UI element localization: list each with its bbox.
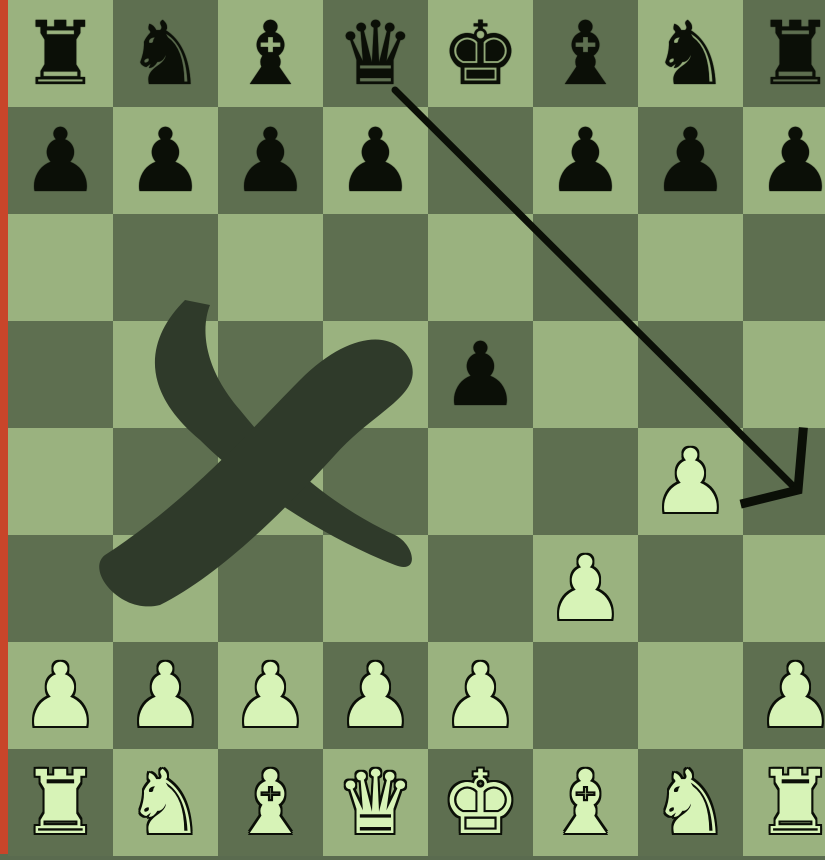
square-g3[interactable] bbox=[638, 535, 743, 642]
square-h6[interactable] bbox=[743, 214, 825, 321]
square-g5[interactable] bbox=[638, 321, 743, 428]
black-rook-icon[interactable]: ♜ bbox=[21, 10, 100, 98]
white-pawn-icon[interactable]: ♟ bbox=[441, 652, 520, 740]
white-pawn-icon[interactable]: ♟ bbox=[126, 652, 205, 740]
white-bishop-icon[interactable]: ♝ bbox=[231, 759, 310, 847]
square-f4[interactable] bbox=[533, 428, 638, 535]
square-f2[interactable] bbox=[533, 642, 638, 749]
black-pawn-icon[interactable]: ♟ bbox=[546, 117, 625, 205]
square-d1[interactable]: ♛ bbox=[323, 749, 428, 856]
black-pawn-icon[interactable]: ♟ bbox=[441, 331, 520, 419]
square-c3[interactable] bbox=[218, 535, 323, 642]
square-a5[interactable] bbox=[8, 321, 113, 428]
square-d6[interactable] bbox=[323, 214, 428, 321]
square-a4[interactable] bbox=[8, 428, 113, 535]
square-d3[interactable] bbox=[323, 535, 428, 642]
black-king-icon[interactable]: ♚ bbox=[441, 10, 520, 98]
white-pawn-icon[interactable]: ♟ bbox=[651, 438, 730, 526]
square-b5[interactable] bbox=[113, 321, 218, 428]
square-c4[interactable] bbox=[218, 428, 323, 535]
square-c8[interactable]: ♝ bbox=[218, 0, 323, 107]
square-e5[interactable]: ♟ bbox=[428, 321, 533, 428]
square-h8[interactable]: ♜ bbox=[743, 0, 825, 107]
square-b7[interactable]: ♟ bbox=[113, 107, 218, 214]
square-d8[interactable]: ♛ bbox=[323, 0, 428, 107]
square-b3[interactable] bbox=[113, 535, 218, 642]
white-rook-icon[interactable]: ♜ bbox=[756, 759, 825, 847]
square-f7[interactable]: ♟ bbox=[533, 107, 638, 214]
chess-board[interactable]: ♜ ♞ ♝ ♛ ♚ ♝ ♞ ♜ ♟ ♟ ♟ ♟ ♟ ♟ ♟ ♟ ♟ ♟ ♟ ♟ ♟ ♟ ♟ ♟ ♜ ♞ ♝ ♛ ♚ ♝ ♞ ♜ bbox=[8, 0, 825, 860]
black-pawn-icon[interactable]: ♟ bbox=[231, 117, 310, 205]
square-c6[interactable] bbox=[218, 214, 323, 321]
black-pawn-icon[interactable]: ♟ bbox=[126, 117, 205, 205]
square-h5[interactable] bbox=[743, 321, 825, 428]
square-e3[interactable] bbox=[428, 535, 533, 642]
square-e6[interactable] bbox=[428, 214, 533, 321]
white-rook-icon[interactable]: ♜ bbox=[21, 759, 100, 847]
black-bishop-icon[interactable]: ♝ bbox=[231, 10, 310, 98]
square-d7[interactable]: ♟ bbox=[323, 107, 428, 214]
square-a2[interactable]: ♟ bbox=[8, 642, 113, 749]
square-h2[interactable]: ♟ bbox=[743, 642, 825, 749]
black-pawn-icon[interactable]: ♟ bbox=[651, 117, 730, 205]
square-c2[interactable]: ♟ bbox=[218, 642, 323, 749]
square-b4[interactable] bbox=[113, 428, 218, 535]
square-f8[interactable]: ♝ bbox=[533, 0, 638, 107]
square-b8[interactable]: ♞ bbox=[113, 0, 218, 107]
square-b1[interactable]: ♞ bbox=[113, 749, 218, 856]
square-g7[interactable]: ♟ bbox=[638, 107, 743, 214]
square-h1[interactable]: ♜ bbox=[743, 749, 825, 856]
white-knight-icon[interactable]: ♞ bbox=[126, 759, 205, 847]
square-d5[interactable] bbox=[323, 321, 428, 428]
left-border bbox=[0, 0, 8, 854]
square-h7[interactable]: ♟ bbox=[743, 107, 825, 214]
square-f1[interactable]: ♝ bbox=[533, 749, 638, 856]
square-h3[interactable] bbox=[743, 535, 825, 642]
black-knight-icon[interactable]: ♞ bbox=[126, 10, 205, 98]
square-d4[interactable] bbox=[323, 428, 428, 535]
square-a3[interactable] bbox=[8, 535, 113, 642]
black-bishop-icon[interactable]: ♝ bbox=[546, 10, 625, 98]
square-g6[interactable] bbox=[638, 214, 743, 321]
black-pawn-icon[interactable]: ♟ bbox=[336, 117, 415, 205]
square-g8[interactable]: ♞ bbox=[638, 0, 743, 107]
square-f5[interactable] bbox=[533, 321, 638, 428]
white-queen-icon[interactable]: ♛ bbox=[336, 759, 415, 847]
square-e7[interactable] bbox=[428, 107, 533, 214]
square-a8[interactable]: ♜ bbox=[8, 0, 113, 107]
square-a6[interactable] bbox=[8, 214, 113, 321]
square-c7[interactable]: ♟ bbox=[218, 107, 323, 214]
square-h4[interactable] bbox=[743, 428, 825, 535]
square-g2[interactable] bbox=[638, 642, 743, 749]
square-g4[interactable]: ♟ bbox=[638, 428, 743, 535]
square-a7[interactable]: ♟ bbox=[8, 107, 113, 214]
square-e4[interactable] bbox=[428, 428, 533, 535]
square-b6[interactable] bbox=[113, 214, 218, 321]
white-pawn-icon[interactable]: ♟ bbox=[336, 652, 415, 740]
square-a1[interactable]: ♜ bbox=[8, 749, 113, 856]
black-pawn-icon[interactable]: ♟ bbox=[756, 117, 825, 205]
square-e1[interactable]: ♚ bbox=[428, 749, 533, 856]
white-bishop-icon[interactable]: ♝ bbox=[546, 759, 625, 847]
white-knight-icon[interactable]: ♞ bbox=[651, 759, 730, 847]
square-d2[interactable]: ♟ bbox=[323, 642, 428, 749]
black-pawn-icon[interactable]: ♟ bbox=[21, 117, 100, 205]
square-e8[interactable]: ♚ bbox=[428, 0, 533, 107]
square-f3[interactable]: ♟ bbox=[533, 535, 638, 642]
white-pawn-icon[interactable]: ♟ bbox=[21, 652, 100, 740]
black-rook-icon[interactable]: ♜ bbox=[756, 10, 825, 98]
square-e2[interactable]: ♟ bbox=[428, 642, 533, 749]
square-f6[interactable] bbox=[533, 214, 638, 321]
black-queen-icon[interactable]: ♛ bbox=[336, 10, 415, 98]
white-pawn-icon[interactable]: ♟ bbox=[546, 545, 625, 633]
square-c1[interactable]: ♝ bbox=[218, 749, 323, 856]
black-knight-icon[interactable]: ♞ bbox=[651, 10, 730, 98]
white-king-icon[interactable]: ♚ bbox=[441, 759, 520, 847]
white-pawn-icon[interactable]: ♟ bbox=[231, 652, 310, 740]
square-g1[interactable]: ♞ bbox=[638, 749, 743, 856]
white-pawn-icon[interactable]: ♟ bbox=[756, 652, 825, 740]
square-c5[interactable] bbox=[218, 321, 323, 428]
square-b2[interactable]: ♟ bbox=[113, 642, 218, 749]
